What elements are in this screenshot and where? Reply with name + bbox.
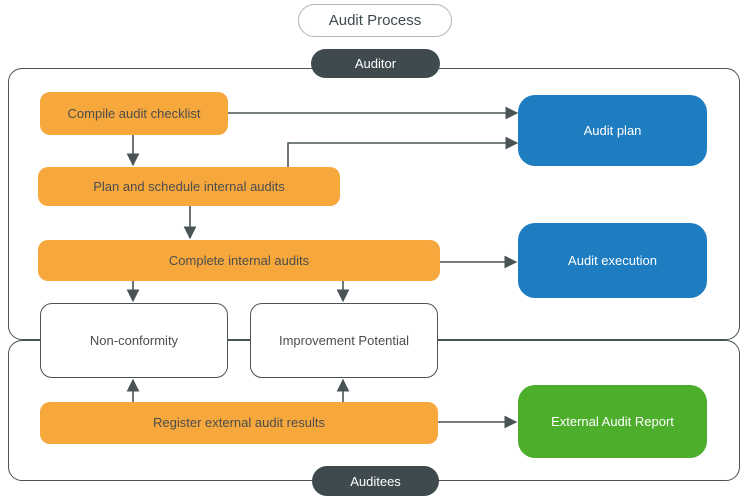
node-label: Compile audit checklist — [67, 105, 201, 121]
node-label: Non-conformity — [89, 332, 179, 348]
node-label: Plan and schedule internal audits — [93, 178, 285, 194]
diagram-title: Audit Process — [298, 4, 452, 37]
node-complete-internal-audits: Complete internal audits — [38, 240, 440, 281]
node-audit-plan: Audit plan — [518, 95, 707, 166]
auditees-lane-pill: Auditees — [312, 466, 439, 496]
node-label: External Audit Report — [551, 413, 674, 429]
node-audit-execution: Audit execution — [518, 223, 707, 298]
node-improvement-potential: Improvement Potential — [250, 303, 438, 378]
node-label: Complete internal audits — [168, 252, 310, 268]
lane-label: Auditor — [354, 56, 397, 71]
node-label: Register external audit results — [153, 415, 325, 431]
node-external-audit-report: External Audit Report — [518, 385, 707, 458]
node-label: Audit plan — [583, 122, 642, 138]
auditor-lane-pill: Auditor — [311, 49, 440, 78]
node-label: Audit execution — [568, 252, 657, 268]
node-label: Improvement Potential — [278, 332, 410, 348]
node-non-conformity: Non-conformity — [40, 303, 228, 378]
lane-label: Auditees — [350, 473, 401, 489]
node-plan-schedule-internal-audits: Plan and schedule internal audits — [38, 167, 340, 206]
node-compile-audit-checklist: Compile audit checklist — [40, 92, 228, 135]
node-register-external-audit-results: Register external audit results — [40, 402, 438, 444]
diagram-title-label: Audit Process — [328, 12, 422, 29]
